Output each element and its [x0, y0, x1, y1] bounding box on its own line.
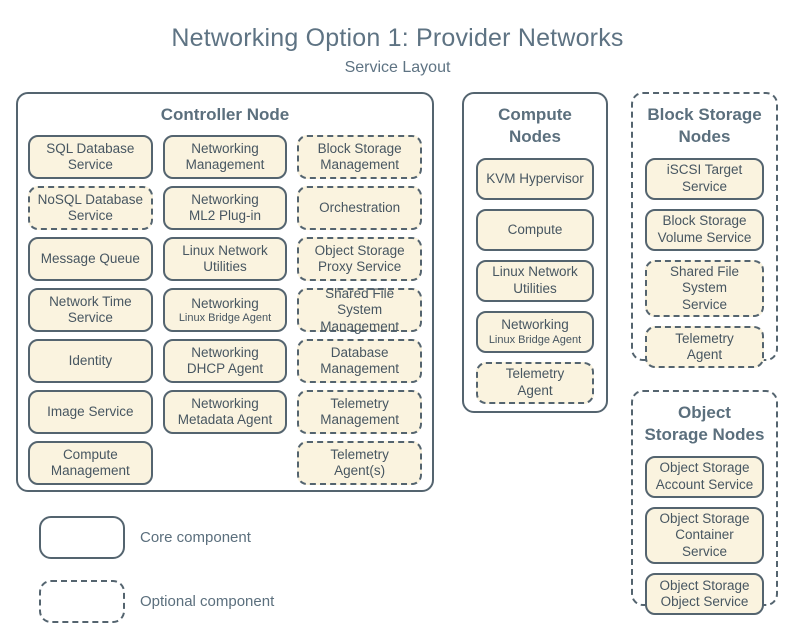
service-label: Networking Management: [185, 140, 265, 173]
service-linux-network-utilities: Linux Network Utilities: [476, 259, 594, 302]
legend-optional-label: Optional component: [140, 593, 275, 610]
group-body-controller-node: SQL Database Service Networking Managemen…: [18, 126, 432, 495]
service-networking-ml2-plug-in: Networking ML2 Plug-in: [162, 186, 288, 231]
service-telemetry-agent-s: Telemetry Agent(s): [297, 441, 422, 486]
legend-optional-swatch: [39, 580, 125, 623]
service-label: Identity: [68, 353, 113, 369]
service-label: Linux Network Utilities: [182, 242, 268, 275]
service-label: Object Storage Proxy Service: [314, 242, 405, 275]
group-title-controller-node: Controller Node: [160, 105, 290, 124]
service-linux-network-utilities: Linux Network Utilities: [162, 237, 288, 282]
group-block-storage-nodes: Block Storage Nodes iSCSI Target Service…: [631, 92, 778, 369]
service-compute-management: Compute Management: [28, 441, 153, 486]
group-title-block-storage-nodes: Block Storage Nodes: [647, 105, 762, 147]
service-nosql-database-service: NoSQL Database Service: [28, 186, 153, 231]
legend-optional: Optional component: [39, 580, 274, 623]
service-label: Networking: [501, 317, 569, 333]
service-label: SQL Database Service: [46, 140, 135, 173]
group-object-storage-nodes: Object Storage Nodes Object Storage Acco…: [631, 390, 778, 616]
service-network-time-service: Network Time Service: [28, 288, 153, 333]
service-identity: Identity: [28, 339, 153, 384]
legend-core: Core component: [39, 516, 251, 559]
service-networking-metadata-agent: Networking Metadata Agent: [162, 390, 288, 435]
service-sql-database-service: SQL Database Service: [28, 135, 153, 180]
service-object-storage-account-service: Object Storage Account Service: [645, 455, 764, 498]
legend-core-label: Core component: [140, 529, 251, 546]
service-label: iSCSI Target Service: [666, 162, 743, 194]
service-iscsi-target-service: iSCSI Target Service: [645, 157, 764, 200]
service-label: Database Management: [320, 344, 400, 377]
service-label: Compute Management: [50, 446, 130, 479]
diagram-title: Networking Option 1: Provider Networks: [171, 24, 624, 52]
service-sublabel: Linux Bridge Agent: [178, 312, 272, 325]
service-object-storage-proxy-service: Object Storage Proxy Service: [297, 237, 422, 282]
service-label: Object Storage Container Service: [659, 510, 750, 559]
service-networking-dhcp-agent: Networking DHCP Agent: [162, 339, 288, 384]
service-label: Message Queue: [40, 251, 140, 267]
service-database-management: Database Management: [297, 339, 422, 384]
service-block-storage-management: Block Storage Management: [297, 135, 422, 180]
service-label: Orchestration: [319, 200, 401, 216]
diagram-subtitle: Service Layout: [344, 59, 451, 76]
service-compute: Compute: [476, 208, 594, 251]
service-sublabel: Linux Bridge Agent: [488, 333, 582, 346]
service-orchestration: Orchestration: [297, 186, 422, 231]
service-label: Telemetry Agent: [675, 330, 734, 363]
service-image-service: Image Service: [28, 390, 153, 435]
service-object-storage-object-service: Object Storage Object Service: [645, 573, 764, 616]
legend-core-swatch: [39, 516, 125, 559]
service-label: Networking Metadata Agent: [177, 395, 273, 428]
service-label: Object Storage Object Service: [659, 577, 750, 610]
service-object-storage-container-service: Object Storage Container Service: [645, 506, 764, 565]
service-label: NoSQL Database Service: [37, 191, 143, 224]
service-message-queue: Message Queue: [28, 237, 153, 282]
service-label: Block Storage Volume Service: [657, 213, 752, 245]
service-networking-management: Networking Management: [162, 135, 288, 180]
service-label: Network Time Service: [49, 293, 132, 326]
service-label: Object Storage Account Service: [655, 460, 754, 492]
service-label: Shared File System Management: [320, 285, 400, 334]
empty-cell: [163, 441, 288, 485]
service-label: Networking: [191, 295, 259, 311]
service-label: Telemetry Management: [320, 395, 400, 428]
service-shared-file-system-service: Shared File System Service: [645, 259, 764, 318]
service-telemetry-management: Telemetry Management: [297, 390, 422, 435]
service-kvm-hypervisor: KVM Hypervisor: [476, 157, 594, 200]
service-label: Networking DHCP Agent: [186, 344, 264, 377]
service-shared-file-system-management: Shared File System Management: [297, 285, 422, 334]
group-title-object-storage-nodes: Object Storage Nodes: [644, 403, 765, 445]
service-label: Linux Network Utilities: [492, 264, 578, 296]
service-telemetry-agent: Telemetry Agent: [476, 361, 594, 404]
service-label: Compute: [507, 221, 563, 237]
service-telemetry-agent: Telemetry Agent: [645, 326, 764, 369]
group-title-compute-nodes: Compute Nodes: [498, 105, 572, 147]
service-label: Telemetry Agent: [505, 366, 565, 398]
service-label: Telemetry Agent(s): [330, 446, 389, 479]
service-label: Networking ML2 Plug-in: [188, 191, 262, 224]
service-label: KVM Hypervisor: [486, 170, 584, 186]
service-label: Block Storage Management: [317, 140, 402, 173]
service-label: Shared File System Service: [669, 263, 740, 312]
service-block-storage-volume-service: Block Storage Volume Service: [645, 208, 764, 251]
service-label: Image Service: [47, 404, 134, 420]
